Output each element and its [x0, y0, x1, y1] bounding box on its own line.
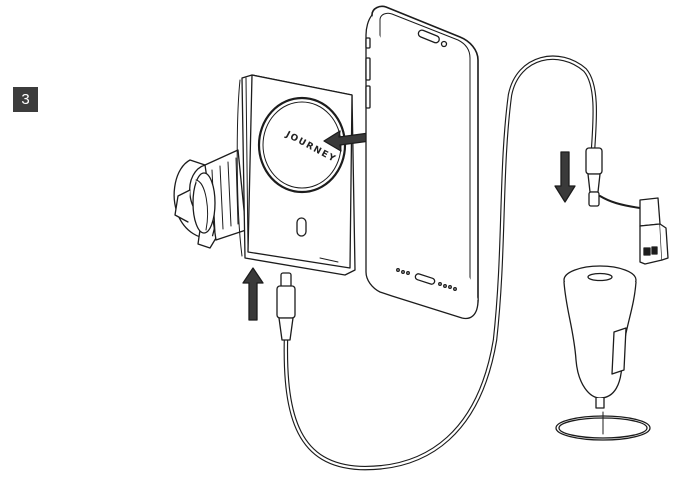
step-number-badge: 3: [13, 87, 38, 112]
mount-usb-c-cable: [283, 55, 598, 471]
usb-c-plug-up-arrow-icon: [242, 267, 264, 321]
cable-down-arrow-icon: [554, 151, 576, 203]
usb-c-plug-mount: [276, 272, 296, 341]
usb-adapter: [585, 147, 669, 265]
car-charger: [555, 265, 651, 441]
smartphone: [365, 5, 479, 320]
vent-clip: [173, 149, 247, 249]
magnetic-mount: JOURNEY: [236, 74, 356, 276]
